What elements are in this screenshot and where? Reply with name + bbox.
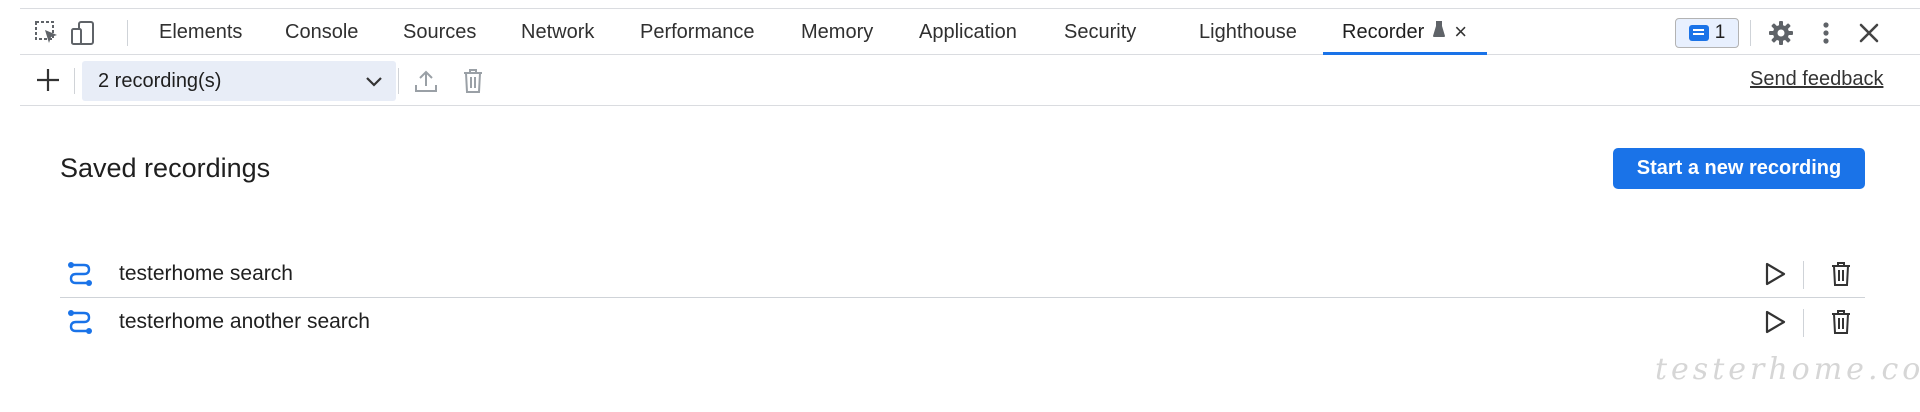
tab-recorder[interactable]: Recorder × [1342, 9, 1467, 55]
tab-network[interactable]: Network [521, 20, 595, 43]
upload-icon[interactable] [411, 66, 441, 96]
recorder-toolbar: 2 recording(s) Send feedback [20, 55, 1920, 106]
tab-elements[interactable]: Elements [159, 20, 243, 43]
tab-application[interactable]: Application [919, 20, 1017, 43]
trash-icon[interactable] [1826, 259, 1856, 289]
tab-divider [127, 20, 128, 46]
device-toolbar-icon[interactable] [68, 19, 98, 47]
recordings-select-value: 2 recording(s) [98, 69, 222, 92]
row-action-divider [1803, 309, 1804, 337]
tab-lighthouse[interactable]: Lighthouse [1199, 20, 1297, 43]
more-vertical-icon[interactable] [1811, 19, 1841, 47]
recording-row[interactable]: testerhome search [60, 250, 1865, 298]
play-icon[interactable] [1760, 259, 1790, 289]
recording-row[interactable]: testerhome another search [60, 298, 1865, 346]
tab-console[interactable]: Console [285, 20, 359, 43]
issues-badge[interactable]: 1 [1675, 18, 1739, 48]
inspect-element-icon[interactable] [32, 19, 62, 47]
tab-recorder-label: Recorder [1342, 20, 1425, 43]
tab-sources[interactable]: Sources [403, 20, 477, 43]
toolbar-divider [74, 68, 75, 94]
page-title: Saved recordings [60, 153, 271, 183]
recording-path-icon [66, 308, 94, 336]
tab-performance[interactable]: Performance [640, 20, 755, 43]
gear-icon[interactable] [1766, 19, 1796, 47]
tab-divider [1750, 20, 1751, 46]
trash-icon[interactable] [458, 66, 488, 96]
experiment-flask-icon [1432, 20, 1446, 44]
tab-security[interactable]: Security [1064, 20, 1137, 43]
chevron-down-icon [364, 71, 384, 91]
issues-count: 1 [1714, 22, 1726, 43]
plus-icon[interactable] [34, 66, 62, 94]
toolbar-divider [398, 68, 399, 94]
send-feedback-link[interactable]: Send feedback [1750, 68, 1884, 90]
recording-path-icon [66, 260, 94, 288]
start-new-recording-button[interactable]: Start a new recording [1613, 148, 1865, 189]
active-tab-indicator [1323, 52, 1487, 55]
play-icon[interactable] [1760, 307, 1790, 337]
issues-message-icon [1688, 25, 1709, 41]
row-action-divider [1803, 261, 1804, 289]
close-icon[interactable]: × [1454, 19, 1468, 44]
trash-icon[interactable] [1826, 307, 1856, 337]
close-devtools-icon[interactable] [1854, 19, 1884, 47]
recordings-select[interactable]: 2 recording(s) [82, 61, 396, 101]
tab-memory[interactable]: Memory [801, 20, 874, 43]
watermark: testerhome.com [1655, 352, 1920, 387]
recording-name[interactable]: testerhome search [119, 262, 293, 285]
top-strip [0, 0, 1920, 8]
recording-name[interactable]: testerhome another search [119, 310, 370, 333]
devtools-tab-bar: Elements Console Sources Network Perform… [20, 8, 1920, 55]
